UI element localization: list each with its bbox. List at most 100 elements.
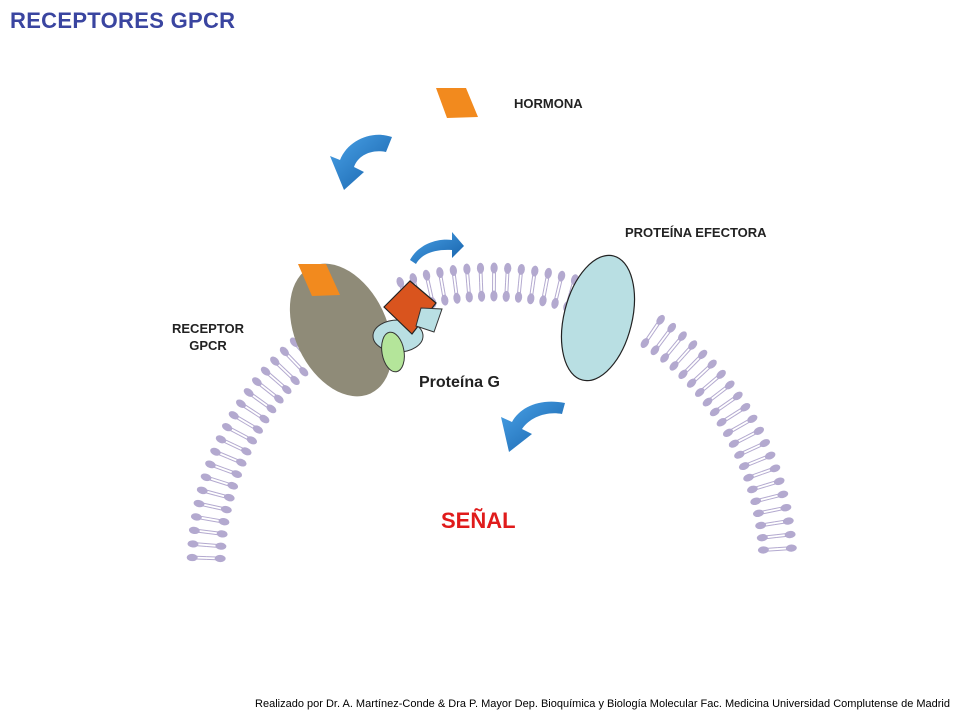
lipid-head xyxy=(764,451,776,460)
lipid-head xyxy=(476,262,485,274)
gdp-shape xyxy=(415,307,443,333)
lipid-head xyxy=(477,290,486,302)
lipid-head xyxy=(743,473,754,482)
lipid-head xyxy=(677,331,687,342)
g-protein-alpha-subunit xyxy=(383,280,437,335)
lipid-head xyxy=(784,530,796,539)
lipid-head xyxy=(396,277,405,288)
lipid-head xyxy=(777,490,789,499)
lipid-head xyxy=(551,297,559,309)
lipid-head xyxy=(281,385,292,395)
lipid-head xyxy=(716,369,726,379)
lipid-head xyxy=(722,428,734,437)
lipid-head xyxy=(724,380,735,390)
proteina-g-label: Proteína G xyxy=(419,374,500,391)
lipid-head xyxy=(755,521,767,530)
receptor-gpcr-shape xyxy=(289,263,393,397)
lipid-head xyxy=(490,290,498,302)
lipid-head xyxy=(502,290,510,302)
lipid-head xyxy=(223,493,235,502)
lipid-head xyxy=(270,356,280,366)
lipid-head xyxy=(228,411,239,420)
lipid-head xyxy=(716,418,727,427)
lipid-head xyxy=(557,270,566,282)
proteina-efectora-label: PROTEÍNA EFECTORA xyxy=(625,225,767,240)
receptor-label-line1: RECEPTOR xyxy=(172,321,244,336)
lipid-head xyxy=(734,450,745,459)
lipid-head xyxy=(231,470,243,478)
effector-protein-shape xyxy=(560,254,636,382)
lipid-head xyxy=(732,391,743,401)
lipid-head xyxy=(688,340,698,350)
lipid-head xyxy=(299,366,309,377)
lipid-head xyxy=(756,534,768,542)
bound-hormone-shape xyxy=(298,264,340,296)
lipid-head xyxy=(527,293,535,305)
lipid-head xyxy=(218,518,230,526)
lipid-head xyxy=(504,262,512,274)
lipid-head xyxy=(210,447,221,456)
lipid-head xyxy=(409,273,418,284)
lipid-head xyxy=(235,458,247,467)
lipid-head xyxy=(220,505,232,514)
lipid-head xyxy=(740,403,751,412)
lipid-head xyxy=(780,503,792,512)
lipid-head xyxy=(193,499,205,508)
lipid-head xyxy=(669,361,679,371)
lipid-head xyxy=(221,423,233,432)
lipid-head xyxy=(190,513,202,521)
lipid-head xyxy=(259,414,270,424)
lipid-head xyxy=(241,447,252,456)
senal-label: SEÑAL xyxy=(441,508,516,533)
lipid-head xyxy=(650,345,660,356)
lipid-head xyxy=(750,497,762,506)
lipid-head xyxy=(214,554,226,563)
page-title: RECEPTORES GPCR xyxy=(10,8,236,33)
credits-footer: Realizado por Dr. A. Martínez-Conde & Dr… xyxy=(255,698,950,710)
lipid-head xyxy=(667,322,677,333)
lipid-head xyxy=(490,262,498,274)
lipid-head xyxy=(200,473,212,482)
lipid-head xyxy=(539,295,547,307)
lipid-head xyxy=(785,544,797,552)
lipid-head xyxy=(436,267,444,279)
lipid-head xyxy=(757,546,769,554)
receptor-gpcr-label: RECEPTOR GPCR xyxy=(158,320,258,354)
lipid-head xyxy=(660,352,670,363)
lipid-head xyxy=(738,462,750,471)
lipid-head xyxy=(678,369,688,379)
lipid-head xyxy=(753,509,764,518)
lipid-head xyxy=(246,436,257,445)
lipid-head xyxy=(465,291,473,303)
lipid-head xyxy=(694,387,705,397)
lipid-head xyxy=(186,553,198,562)
lipid-head xyxy=(656,314,665,325)
lipid-head xyxy=(747,414,758,424)
lipid-head xyxy=(235,399,246,408)
g-protein-gamma-subunit xyxy=(381,331,405,373)
curved-arrow-receptor-to-g xyxy=(410,232,464,264)
lipid-head xyxy=(782,517,794,525)
lipid-head xyxy=(422,269,431,281)
lipid-head xyxy=(266,404,277,414)
lipid-head xyxy=(441,294,449,306)
lipid-head xyxy=(188,526,200,535)
lipid-head xyxy=(531,265,539,277)
lipid-head xyxy=(747,485,758,494)
lipid-head xyxy=(698,349,708,360)
curved-arrow-effector-to-signal xyxy=(501,401,565,452)
lipid-head xyxy=(243,388,254,397)
lipid-head xyxy=(216,530,228,538)
lipid-head xyxy=(769,464,781,473)
lipid-head xyxy=(753,426,764,435)
lipid-head xyxy=(449,265,458,276)
lipid-head xyxy=(227,481,239,490)
curved-arrow-hormone-to-receptor xyxy=(330,134,392,190)
lipid-head xyxy=(290,375,300,386)
lipid-head xyxy=(517,263,525,275)
lipid-head xyxy=(215,542,227,550)
lipid-head xyxy=(640,338,650,349)
lipid-head xyxy=(196,486,208,495)
lipid-head xyxy=(544,267,552,279)
